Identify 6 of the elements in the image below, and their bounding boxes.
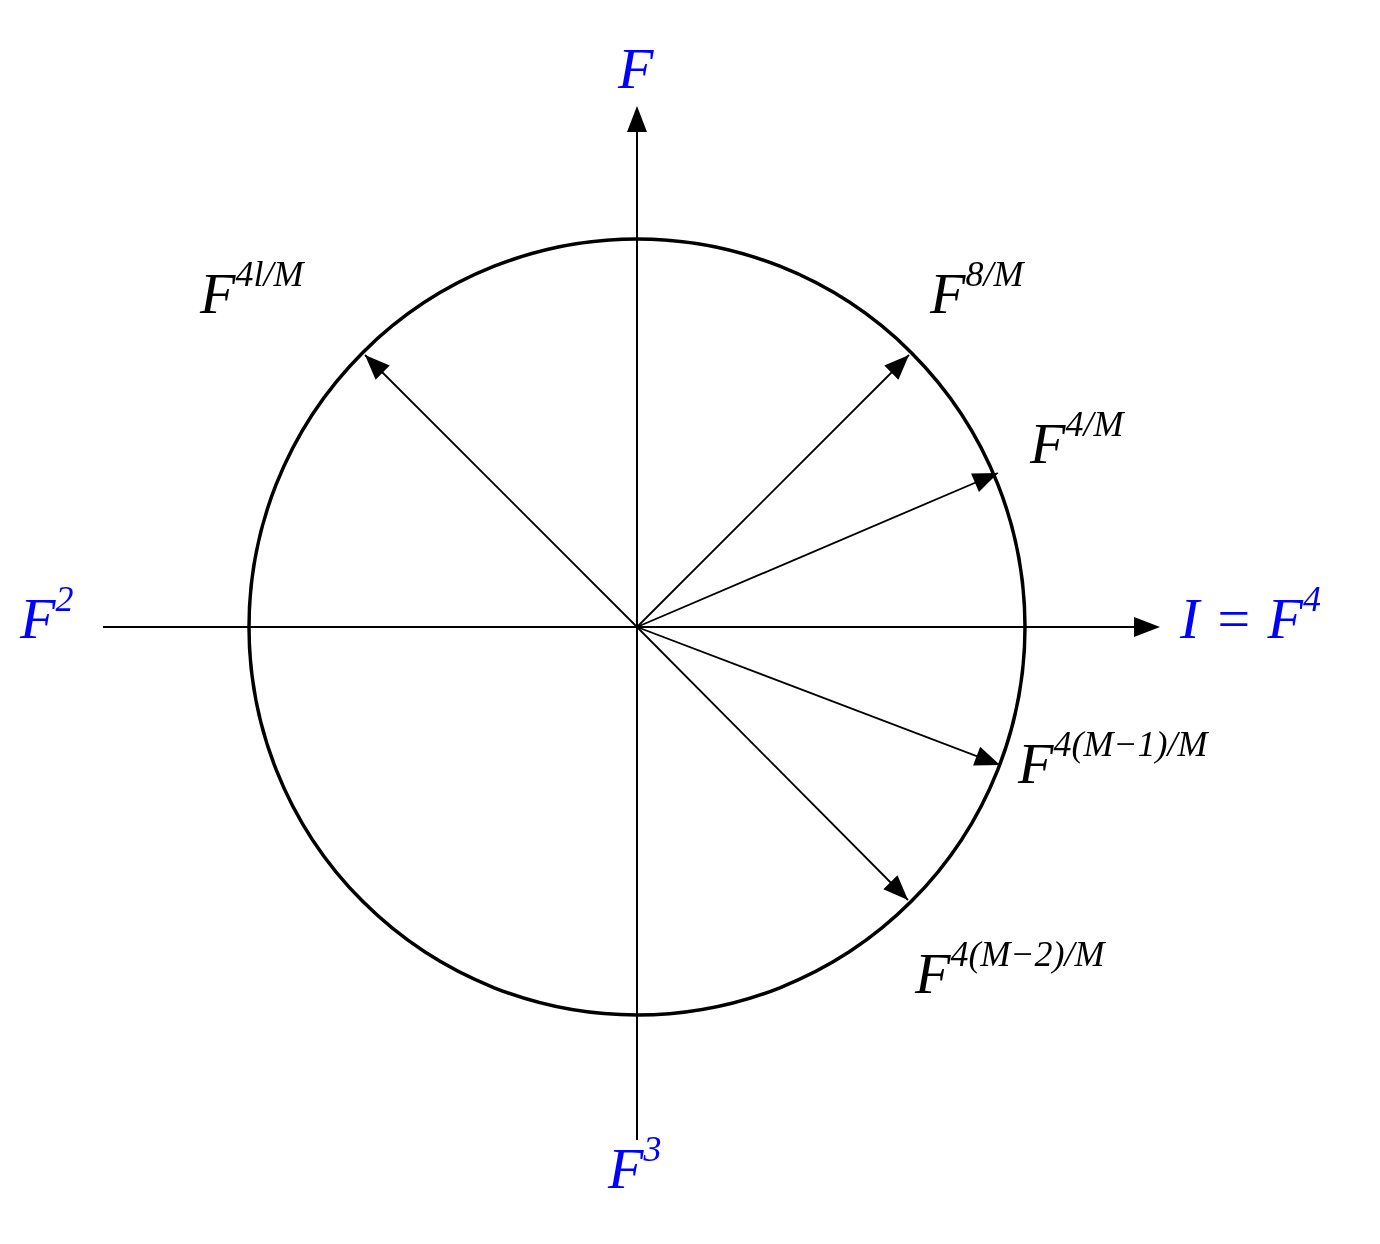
vector-arrow xyxy=(636,472,999,628)
vector-arrow xyxy=(364,354,638,628)
vector-arrow xyxy=(636,626,909,901)
axis-label: F xyxy=(618,40,654,98)
vector-arrow xyxy=(636,354,910,628)
vector-arrow xyxy=(636,626,1001,766)
